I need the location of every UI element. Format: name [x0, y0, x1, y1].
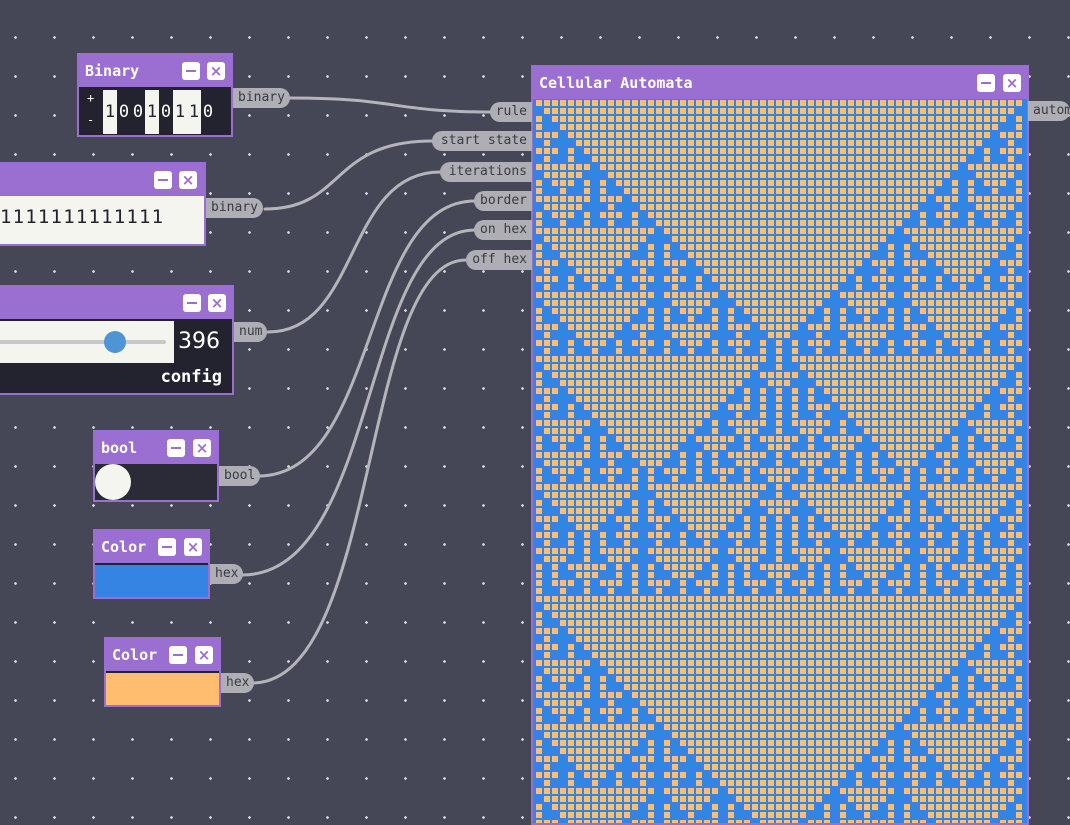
color-node-blue-titlebar[interactable]: Color × [95, 531, 208, 563]
bit-stepper: + - [79, 87, 101, 133]
color-node-orange-titlebar[interactable]: Color × [106, 639, 219, 671]
wire-on-hex [240, 228, 477, 577]
minimize-icon[interactable] [158, 538, 176, 556]
close-icon[interactable]: × [179, 171, 197, 189]
on-hex-input-port[interactable]: on hex [474, 220, 532, 240]
minimize-icon[interactable] [169, 646, 187, 664]
start-state-input-port[interactable]: start state [432, 131, 532, 151]
bit-toggle-0[interactable]: 1 [103, 90, 117, 134]
binary-long-node: × 1111111111111 [0, 162, 206, 246]
bit-toggle-6[interactable]: 1 [187, 90, 201, 134]
hex-output-port-1[interactable]: hex [210, 564, 244, 584]
binary-node-titlebar[interactable]: Binary × [79, 55, 231, 87]
cellular-automata-titlebar[interactable]: Cellular Automata × [533, 67, 1027, 99]
bit-toggle-3[interactable]: 1 [145, 90, 159, 134]
slider-track-area [0, 321, 174, 363]
wire-rule [288, 96, 494, 114]
slider-node: × 396 config [0, 285, 234, 395]
minimize-icon[interactable] [182, 62, 200, 80]
bit-toggle-5[interactable]: 1 [173, 90, 187, 134]
bool-node-title: bool [101, 439, 138, 457]
minimize-icon[interactable] [167, 439, 185, 457]
slider-track[interactable] [0, 340, 166, 344]
slider-value: 396 [178, 329, 220, 354]
bit-toggle-7[interactable]: 0 [201, 90, 215, 134]
rule-input-port[interactable]: rule [490, 102, 532, 122]
binary-long-bits[interactable]: 1111111111111 [0, 206, 165, 228]
slider-node-titlebar[interactable]: × [0, 287, 232, 319]
wire-border [256, 199, 477, 478]
color-node-orange-title: Color [112, 646, 158, 664]
wire-off-hex [250, 258, 468, 685]
close-icon[interactable]: × [208, 294, 226, 312]
automata-grid [536, 100, 1022, 823]
slider-thumb[interactable] [104, 331, 126, 353]
bool-node-titlebar[interactable]: bool × [95, 432, 217, 464]
automata-output-port[interactable]: autom [1028, 101, 1070, 121]
close-icon[interactable]: × [193, 439, 211, 457]
minimize-icon[interactable] [183, 294, 201, 312]
minimize-icon[interactable] [977, 74, 995, 92]
color-swatch-blue[interactable] [95, 565, 208, 597]
bit-toggle-4[interactable]: 0 [159, 90, 173, 134]
wire-iterations [266, 170, 442, 334]
color-node-blue: Color × [93, 529, 210, 599]
cellular-automata-node: Cellular Automata × [531, 65, 1029, 825]
color-swatch-orange[interactable] [106, 673, 219, 705]
binary-long-node-titlebar[interactable]: × [0, 164, 204, 196]
wire-start-state [263, 139, 434, 211]
iterations-input-port[interactable]: iterations [440, 162, 532, 182]
remove-bit-button[interactable]: - [87, 113, 95, 127]
binary-output-port[interactable]: binary [233, 88, 290, 108]
cellular-automata-title: Cellular Automata [539, 74, 693, 92]
close-icon[interactable]: × [184, 538, 202, 556]
off-hex-input-port[interactable]: off hex [466, 250, 532, 270]
bool-output-port[interactable]: bool [219, 466, 261, 486]
close-icon[interactable]: × [207, 62, 225, 80]
bit-toggle-2[interactable]: 0 [131, 90, 145, 134]
binary-long-output-port[interactable]: binary [206, 198, 263, 218]
num-output-port[interactable]: num [234, 322, 268, 342]
config-button[interactable]: config [160, 367, 222, 387]
hex-output-port-2[interactable]: hex [221, 673, 255, 693]
bool-node: bool × [93, 430, 219, 502]
bool-toggle-knob[interactable] [95, 464, 131, 500]
bool-toggle[interactable] [95, 464, 217, 500]
close-icon[interactable]: × [1003, 74, 1021, 92]
border-input-port[interactable]: border [474, 191, 532, 211]
bit-toggle-1[interactable]: 0 [117, 90, 131, 134]
binary-node-title: Binary [85, 62, 140, 80]
color-node-blue-title: Color [101, 538, 147, 556]
color-node-orange: Color × [104, 637, 221, 707]
close-icon[interactable]: × [195, 646, 213, 664]
minimize-icon[interactable] [154, 171, 172, 189]
add-bit-button[interactable]: + [87, 91, 95, 105]
